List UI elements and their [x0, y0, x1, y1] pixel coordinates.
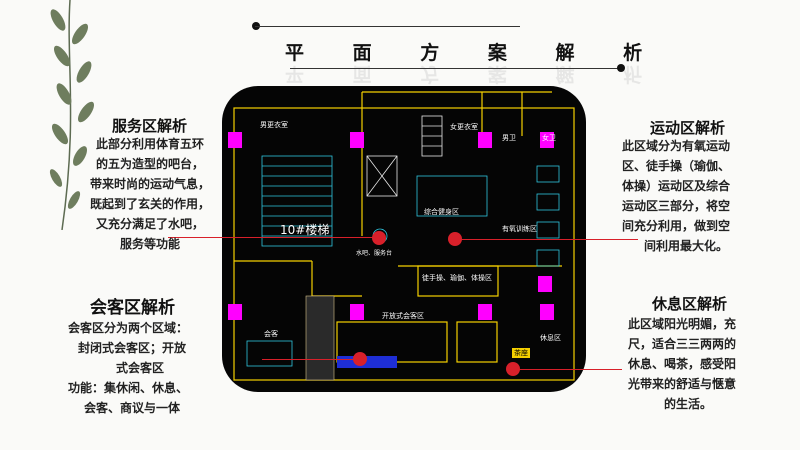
- rest-line: 休息、喝茶，感受阳: [628, 357, 737, 371]
- rest-heading: 休息区解析: [652, 295, 728, 313]
- meeting-heading: 会客区解析: [90, 298, 175, 318]
- label-aerobic: 有氧训练区: [502, 225, 537, 233]
- title-dot-bottom: [617, 64, 625, 72]
- sport-line: 体操）运动区及综合: [622, 179, 731, 193]
- service-description: 此部分利用体育五环 的五为造型的吧台， 带来时尚的运动气息， 既起到了玄关的作用…: [70, 134, 230, 254]
- service-line: 既起到了玄关的作用，: [89, 197, 210, 211]
- meeting-line: 会客、商议与一体: [84, 401, 181, 415]
- meeting-marker[interactable]: [353, 352, 367, 366]
- label-male-locker: 男更衣室: [260, 121, 288, 129]
- service-connector: [168, 237, 380, 238]
- sport-heading: 运动区解析: [650, 119, 726, 137]
- service-line: 的五为造型的吧台，: [95, 157, 204, 171]
- label-female-locker: 女更衣室: [450, 123, 478, 131]
- structural-columns: [228, 132, 554, 320]
- floor-plan-drawing: [228, 91, 575, 381]
- rest-line: 此区域阳光明媚，充: [628, 317, 737, 331]
- meeting-line: 式会客区: [116, 361, 165, 375]
- rest-connector: [512, 369, 622, 370]
- meeting-connector: [262, 359, 360, 360]
- rest-line: 光带来的舒适与惬意: [628, 377, 737, 391]
- label-tea: 茶座: [512, 348, 530, 358]
- label-stairs: 10#楼梯: [280, 223, 330, 237]
- service-line: 此部分利用体育五环: [95, 137, 204, 151]
- label-open-meeting: 开放式会客区: [382, 312, 424, 320]
- service-line: 又充分满足了水吧，: [95, 217, 204, 231]
- service-line: 服务等功能: [119, 237, 180, 251]
- service-marker[interactable]: [372, 231, 386, 245]
- sport-line: 此区域分为有氧运动: [622, 139, 731, 153]
- label-female-wc: 女卫: [542, 134, 556, 142]
- sport-line: 间利用最大化。: [644, 239, 729, 253]
- rest-line: 的生活。: [664, 397, 713, 411]
- sport-line: 运动区三部分，将空: [622, 199, 731, 213]
- label-bar: 水吧、服务台: [356, 250, 393, 257]
- rest-line: 尺，适合三三两两的: [628, 337, 737, 351]
- sport-line: 区、徒手操（瑜伽、: [622, 159, 731, 173]
- title-divider-bottom: [290, 68, 620, 69]
- label-rest: 休息区: [540, 334, 561, 342]
- sport-line: 间充分利用，做到空: [622, 219, 731, 233]
- page-title-reflection: 平 面 方 案 解 析: [285, 63, 664, 85]
- sport-description: 此区域分为有氧运动 区、徒手操（瑜伽、 体操）运动区及综合 运动区三部分，将空 …: [622, 136, 792, 256]
- title-divider-top: [255, 26, 520, 27]
- label-male-wc: 男卫: [502, 134, 516, 142]
- meeting-line: 会客区分为两个区域：: [68, 321, 189, 335]
- meeting-description: 会客区分为两个区域： 封闭式会客区；开放 式会客区 功能：集休闲、休息、 会客、…: [68, 318, 228, 418]
- leaf-branch-decoration: [49, 0, 95, 230]
- meeting-line: 功能：集休闲、休息、: [68, 381, 189, 395]
- service-heading: 服务区解析: [112, 117, 188, 135]
- label-fitness: 综合健身区: [424, 208, 459, 216]
- label-meeting: 会客: [264, 330, 278, 338]
- meeting-line: 封闭式会客区；开放: [78, 341, 187, 355]
- rest-description: 此区域阳光明媚，充 尺，适合三三两两的 休息、喝茶，感受阳 光带来的舒适与惬意 …: [628, 314, 798, 414]
- sport-connector: [455, 239, 638, 240]
- service-line: 带来时尚的运动气息，: [89, 177, 210, 191]
- label-yoga: 徒手操、瑜伽、体操区: [422, 274, 492, 282]
- page-title: 平 面 方 案 解 析: [285, 42, 664, 64]
